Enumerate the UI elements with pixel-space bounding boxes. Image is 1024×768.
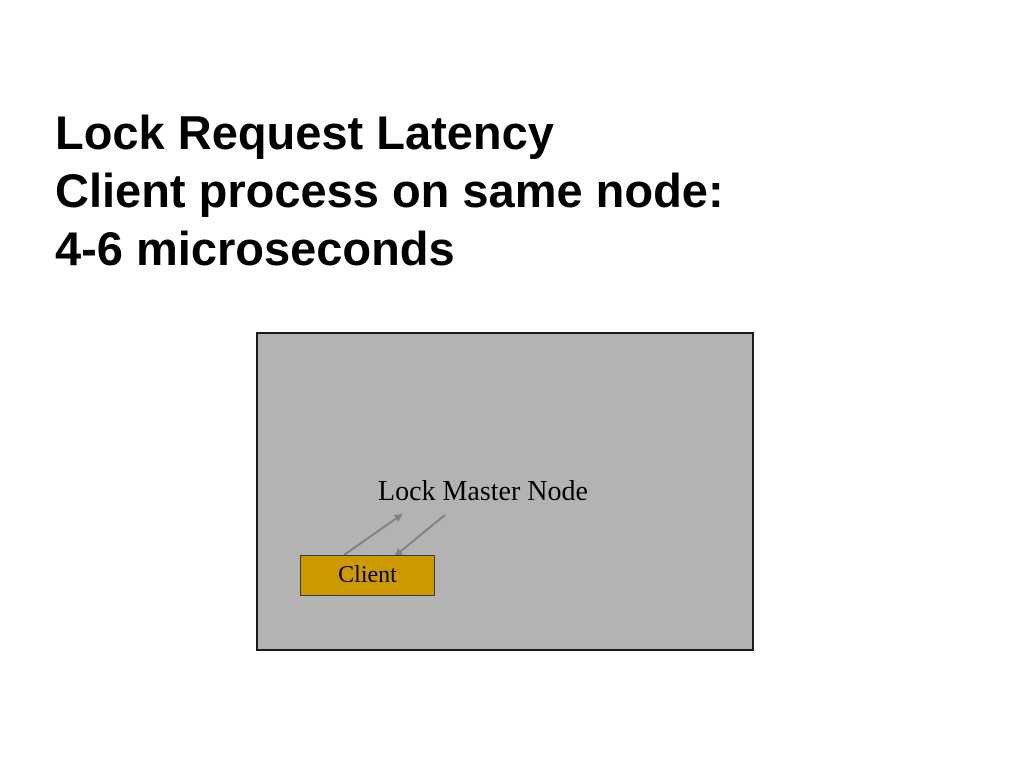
response-arrow	[394, 514, 446, 557]
client-label: Client	[338, 562, 397, 588]
request-arrow	[343, 513, 403, 556]
title-line-2: Client process on same node:	[55, 164, 724, 217]
title-line-1: Lock Request Latency	[55, 106, 554, 159]
lock-master-node-label: Lock Master Node	[378, 476, 588, 507]
slide-title: Lock Request Latency Client process on s…	[55, 104, 724, 278]
title-line-3: 4-6 microseconds	[55, 222, 455, 275]
lock-master-node-box: Lock Master Node Client	[256, 332, 754, 651]
client-box: Client	[300, 555, 435, 596]
